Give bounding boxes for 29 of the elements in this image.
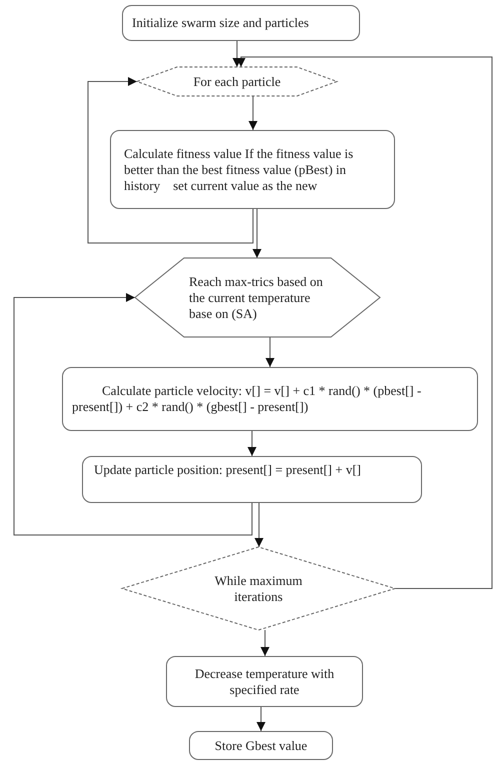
- arrow: [248, 430, 256, 456]
- arrow: [88, 77, 254, 244]
- arrow: [252, 208, 262, 258]
- arrow: [256, 706, 266, 732]
- process-box: [189, 731, 333, 760]
- step-text: Store Gbest value: [214, 738, 308, 754]
- arrow: [232, 40, 242, 68]
- step-text: Calculate fitness value If the fitness value is better than the best fitness value (pBest) in history set current value as the new: [124, 146, 354, 194]
- decision-diamond: [122, 547, 395, 630]
- step-text: Decrease temperature with specified rate: [194, 666, 336, 698]
- arrow: [14, 293, 252, 536]
- process-box: [82, 456, 422, 503]
- arrow: [248, 96, 258, 130]
- process-box: [122, 5, 360, 41]
- step-text: Update particle position: present[] = present[] + v[]: [94, 462, 361, 478]
- arrow: [260, 630, 270, 656]
- step-text: Calculate particle velocity: v[] = v[] + c1 * rand() * (pbest[] - present[]) + c2 * rand() * (gbest[] - present[]): [72, 383, 422, 415]
- step-text: Initialize swarm size and particles: [132, 15, 309, 31]
- loop-hexagon: [135, 258, 380, 337]
- arrow: [266, 336, 274, 368]
- process-box: [62, 367, 478, 431]
- step-text: While maximum iterations: [214, 572, 304, 604]
- step-text: For each particle: [193, 74, 281, 90]
- arrow: [236, 56, 492, 589]
- loop-hexagon: [137, 67, 337, 96]
- process-box: [110, 130, 395, 209]
- step-text: Reach max-trics based on the current temperature base on (SA): [189, 274, 324, 322]
- process-box: [166, 656, 363, 707]
- arrow: [254, 502, 264, 548]
